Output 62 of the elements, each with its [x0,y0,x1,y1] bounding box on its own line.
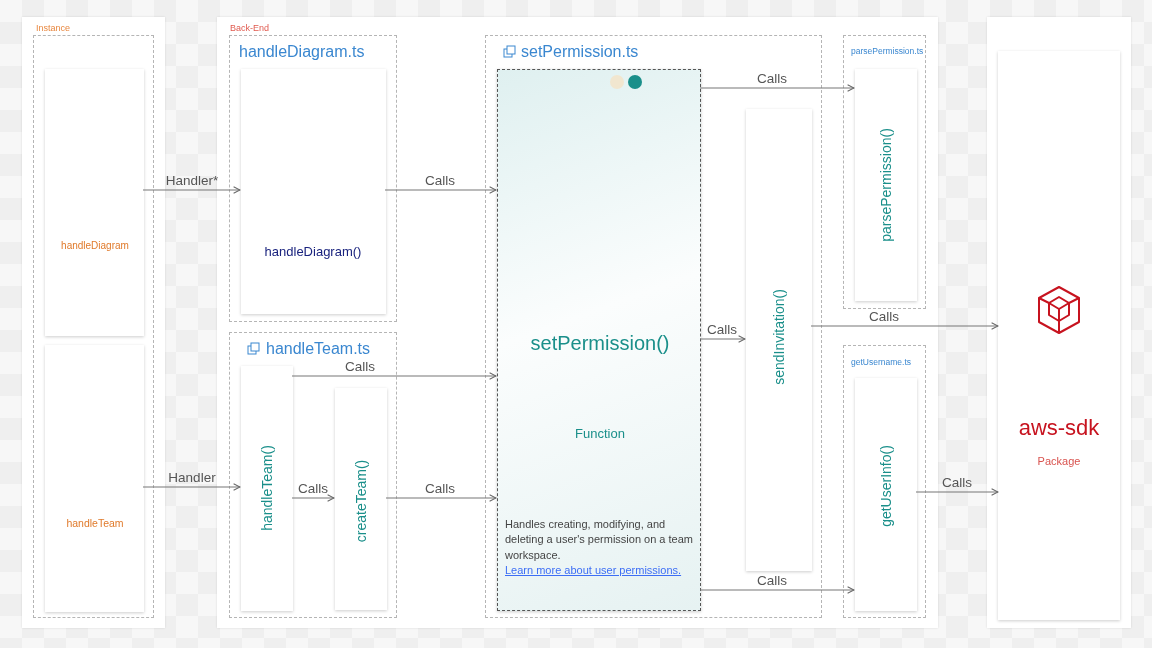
handler-name: handleDiagram [61,240,129,252]
package-card [998,51,1120,620]
file-title: getUsername.ts [851,358,911,368]
handler-card [45,345,144,612]
group-frame [33,35,154,618]
arrow [915,488,999,496]
learn-more-link: Learn more about user permissions. [505,564,682,577]
function-name: createTeam() [352,459,370,543]
file-frame [843,345,926,618]
edge-label: Calls [869,310,899,325]
edge-label: Calls [757,72,787,87]
function-name: parsePermission() [877,128,895,242]
file-frame [843,35,926,309]
arrow [699,335,746,343]
function-card [241,366,293,611]
file-frame [229,332,397,618]
instance-panel [22,17,165,628]
arrow [385,494,497,502]
file-title: setPermission.ts [521,42,639,62]
file-frame [485,35,822,618]
function-card [855,69,917,301]
function-card [855,378,917,611]
function-name: handleDiagram() [264,244,362,260]
function-name: handleTeam() [258,445,276,531]
package-panel [987,17,1131,628]
arrow [699,586,855,594]
arrow [699,84,855,92]
edge-label: Calls [425,482,455,497]
type-label: Package [1037,454,1081,468]
function-card [335,388,387,610]
edge-label: Handler [168,471,216,486]
file-title: handleTeam.ts [266,339,371,359]
arrow [142,186,241,194]
arrow [142,483,241,491]
function-card [746,109,812,571]
function-name: sendInvitation() [770,289,788,385]
function-card [497,69,701,611]
backend-panel [217,17,938,628]
package-name: aws-sdk [1018,415,1100,441]
edge-label: Calls [425,174,455,189]
panel-title: Instance [36,22,71,34]
edge-label: Calls [707,323,737,338]
file-title: handleDiagram.ts [239,42,365,62]
arrow [384,186,497,194]
function-name: getUserInfo() [877,445,895,527]
handler-card [45,69,144,336]
file-frame [229,35,397,322]
edge-label: Calls [942,476,972,491]
file-title: parsePermission.ts [851,47,924,57]
arrow [291,372,497,380]
edge-label: Calls [757,574,787,589]
arrow [810,322,999,330]
edge-label: Handler* [165,174,219,189]
edge-label: Calls [298,482,328,497]
edge-label: Calls [345,360,375,375]
function-card [241,69,386,314]
type-label: Function [575,426,625,442]
description-text: Handles creating, modifying, and deleting a user's permission on a team workspace. Learn more about user permissions. [505,517,694,579]
handler-name: handleTeam [66,516,124,530]
function-name: setPermission() [530,331,670,355]
panel-title: Back-End [230,22,270,34]
arrow [291,494,335,502]
